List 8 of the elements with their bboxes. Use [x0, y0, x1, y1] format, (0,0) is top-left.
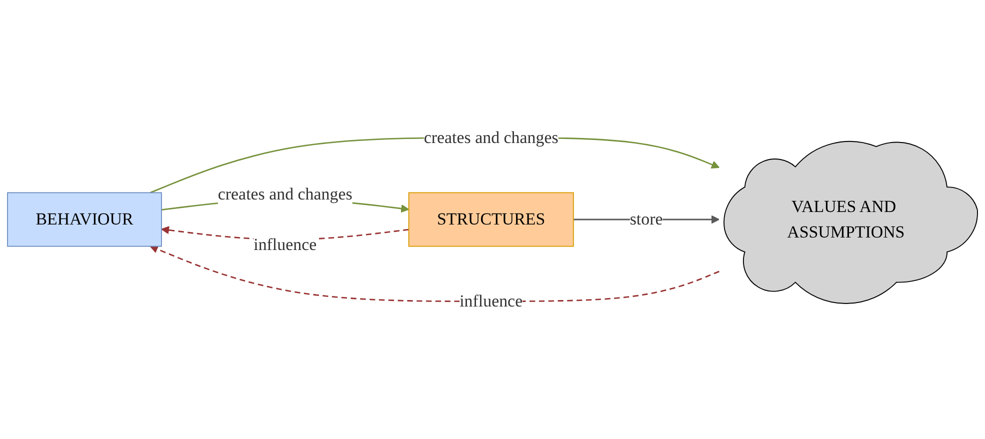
node-box: STRUCTURES	[408, 192, 574, 247]
node-box: BEHAVIOUR	[7, 192, 162, 247]
edge-label: creates and changes	[218, 184, 352, 204]
arrow	[150, 245, 720, 302]
edge-label: creates and changes	[424, 128, 558, 147]
edge-label: influence	[254, 234, 317, 254]
edge-label: store	[630, 210, 663, 228]
edge-label: influence	[460, 291, 523, 310]
